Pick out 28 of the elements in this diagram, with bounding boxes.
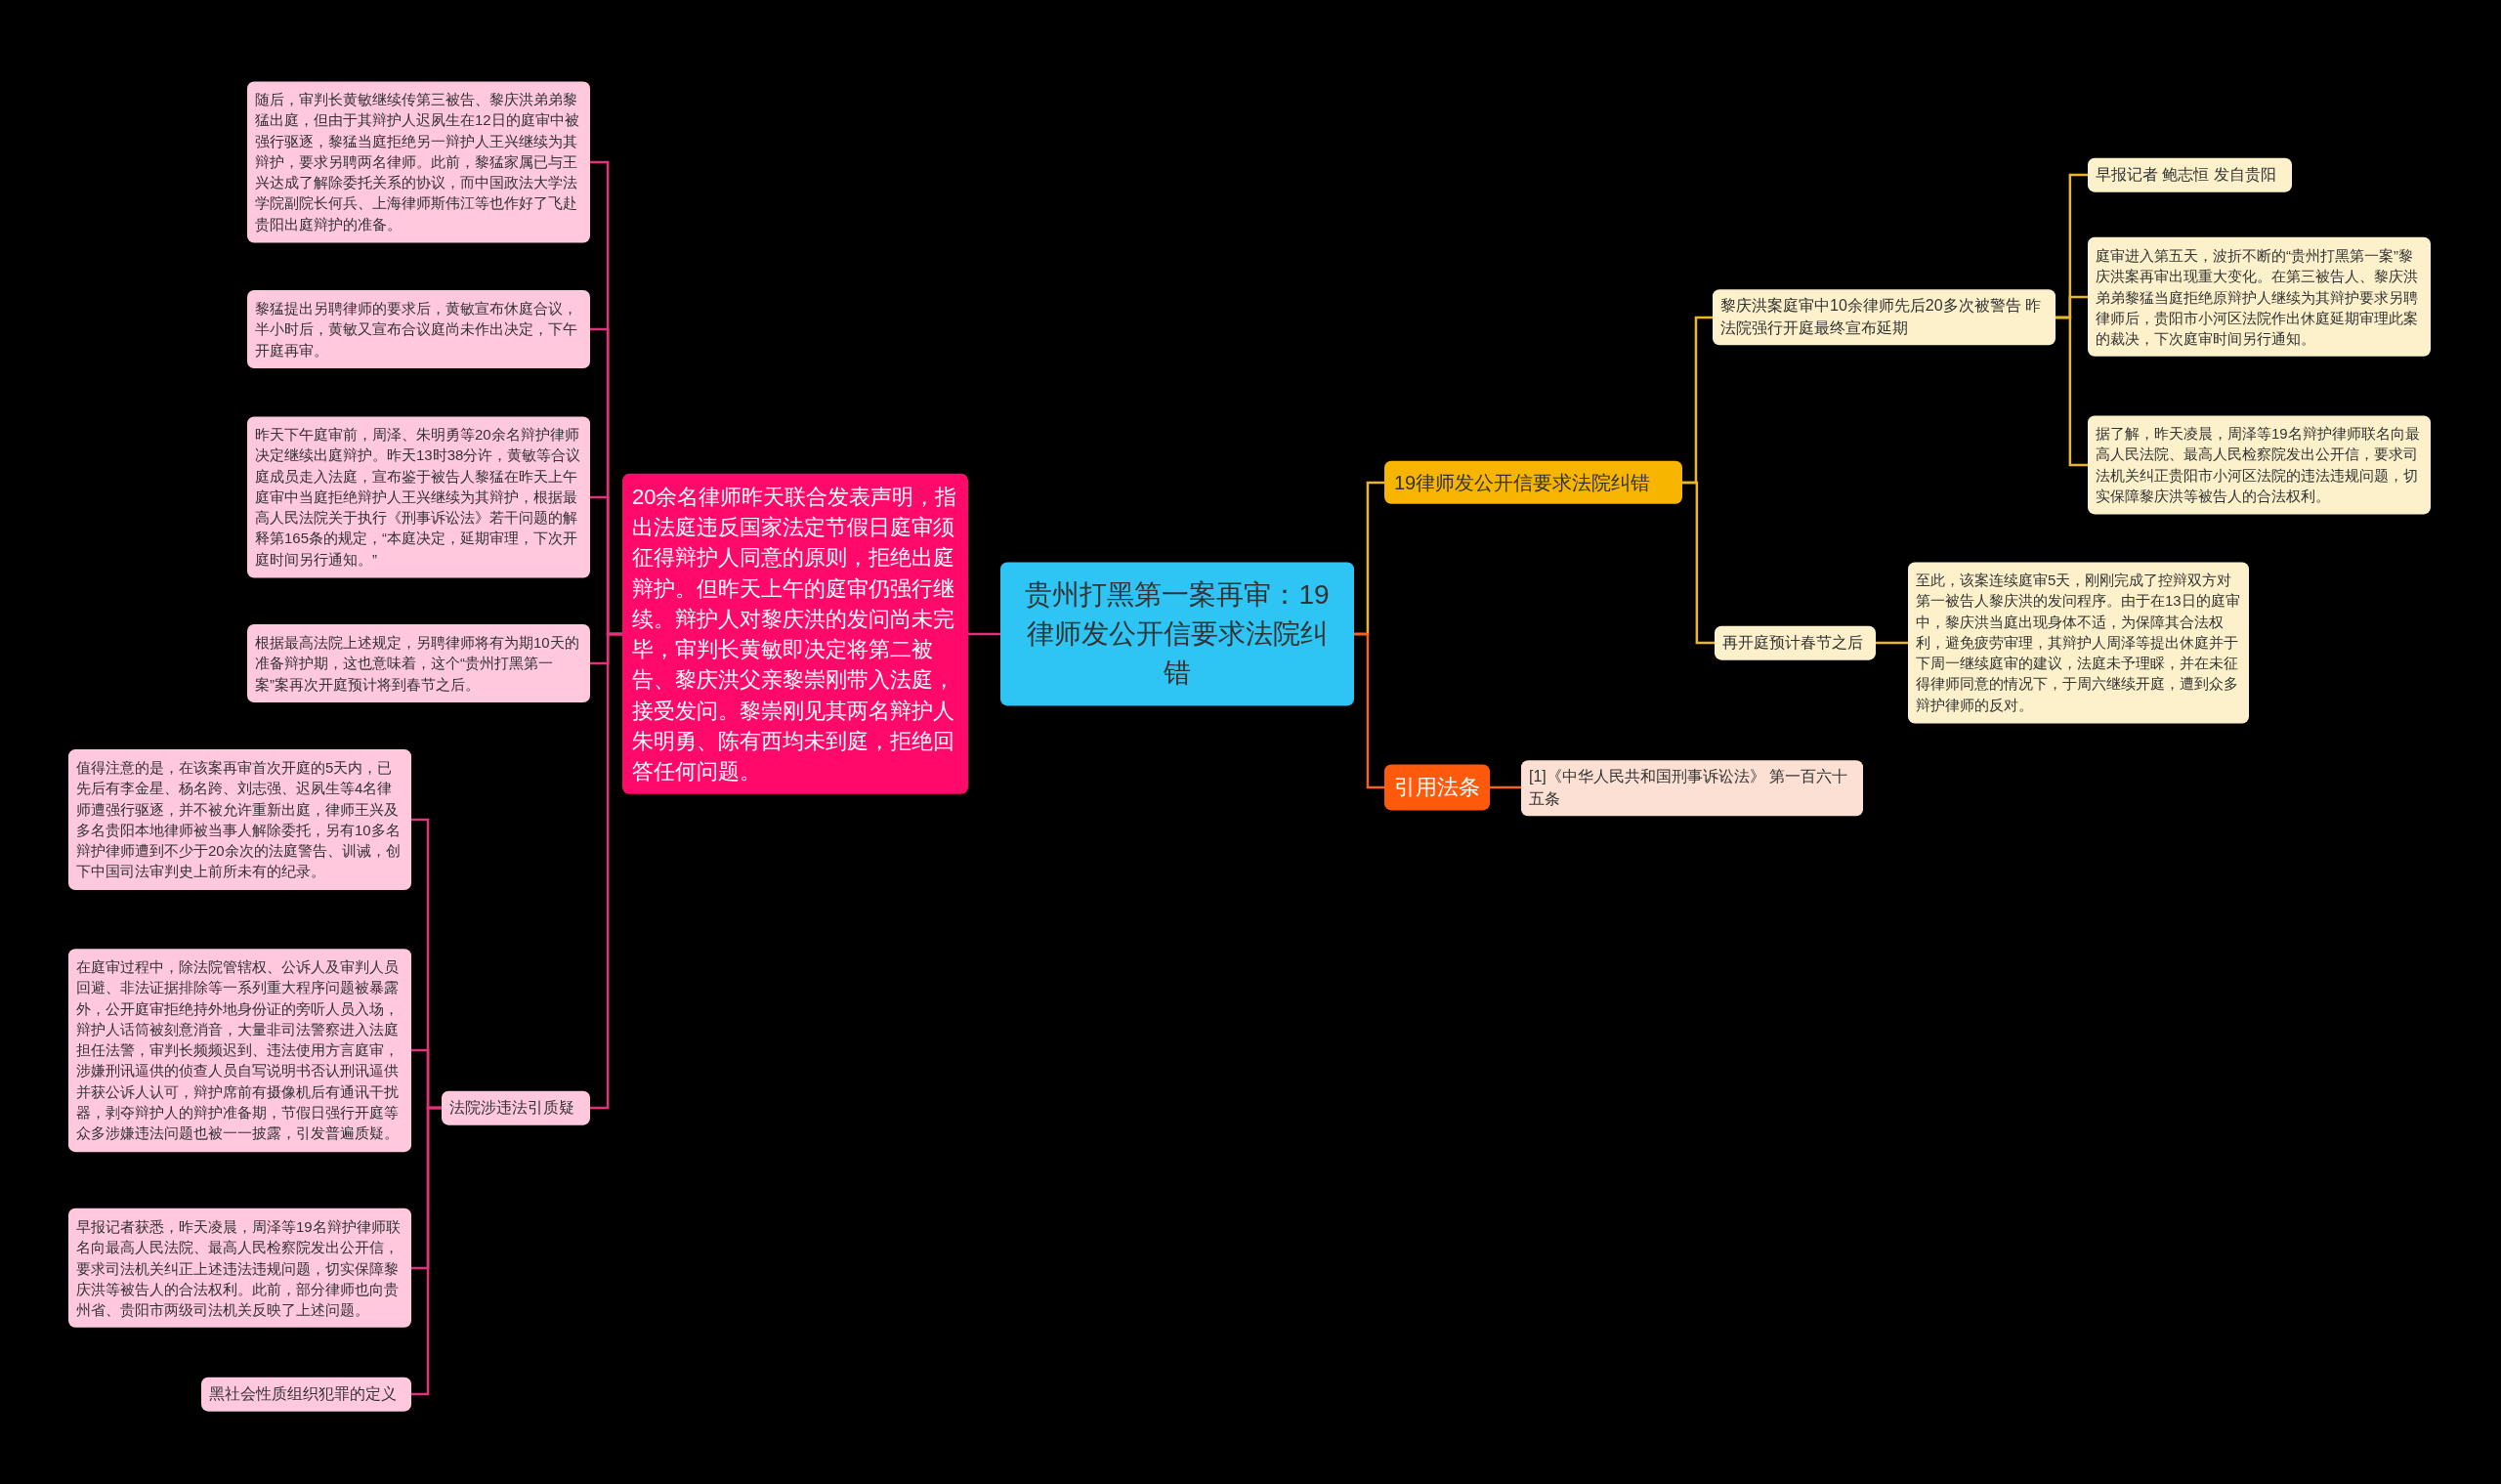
connector-line <box>590 632 622 1110</box>
note-box: 值得注意的是，在该案再审首次开庭的5天内，已先后有李金星、杨名跨、刘志强、迟夙生等4名律师遭强行驱逐，并不被允许重新出庭，律师王兴及多名贵阳本地律师被当事人解除委托，另有10多名辩护律师遭到不少于20余次的法庭警告、训诫，创下中国司法审判史上前所未有的纪录。 <box>68 749 411 890</box>
note-box: 黎猛提出另聘律师的要求后，黄敏宣布休庭合议，半小时后，黄敏又宣布合议庭尚未作出决定，下午开庭再审。 <box>247 290 590 368</box>
connector-line <box>1490 785 1521 789</box>
branch-topic-box: 引用法条 <box>1384 764 1490 811</box>
note-box: 早报记者获悉，昨天凌晨，周泽等19名辩护律师联名向最高人民法院、最高人民检察院发出公开信，要求司法机关纠正上述违法违规问题，切实保障黎庆洪等被告人的合法权利。此前，部分律师也向贵州省、贵阳市两级司法机关反映了上述问题。 <box>68 1208 411 1329</box>
connector-line <box>968 632 1000 636</box>
subtopic-box: 早报记者 鲍志恒 发自贵阳 <box>2088 157 2292 192</box>
connector-line <box>1876 641 1908 645</box>
note-box: 据了解，昨天凌晨，周泽等19名辩护律师联名向最高人民法院、最高人民检察院发出公开信，要求司法机关纠正贵阳市小河区法院的违法违规问题，切实保障黎庆洪等被告人的合法权利。 <box>2088 415 2431 515</box>
subtopic-box: 黑社会性质组织犯罪的定义 <box>201 1377 411 1412</box>
note-box: 根据最高法院上述规定，另聘律师将有为期10天的准备辩护期，这也意味着，这个“贵州打黑第一案”案再次开庭预计将到春节之后。 <box>247 624 590 702</box>
branch-topic-box: 19律师发公开信要求法院纠错 <box>1384 460 1682 505</box>
connector-line <box>1354 632 1384 789</box>
central-topic-box: 贵州打黑第一案再审：19律师发公开信要求法院纠错 <box>1000 562 1354 706</box>
topic-box: 20余名律师昨天联合发表声明，指出法庭违反国家法定节假日庭审须征得辩护人同意的原则，拒绝出庭辩护。但昨天上午的庭审仍强行继续。辩护人对黎庆洪的发问尚未完毕，审判长黄敏即决定将第二被告、黎庆洪父亲黎崇刚带入法庭，接受发问。黎崇刚见其两名辩护人朱明勇、陈有西均未到庭，拒绝回答任何问题。 <box>622 473 968 795</box>
note-box: 随后，审判长黄敏继续传第三被告、黎庆洪弟弟黎猛出庭，但由于其辩护人迟夙生在12日的庭审中被强行驱逐，黎猛当庭拒绝另一辩护人王兴继续为其辩护，要求另聘两名律师。此前，黎猛家属已与王兴达成了解除委托关系的协议，而中国政法大学法学院副院长何兵、上海律师斯伟江等也作好了飞赴贵阳出庭辩护的准备。 <box>247 81 590 243</box>
note-box: 庭审进入第五天，波折不断的“贵州打黑第一案”黎庆洪案再审出现重大变化。在第三被告人、黎庆洪弟弟黎猛当庭拒绝原辩护人继续为其辩护要求另聘律师后，贵阳市小河区法院作出休庭延期审理此案的裁决，下次庭审时间另行通知。 <box>2088 236 2431 358</box>
subtopic-box: 再开庭预计春节之后 <box>1715 625 1876 660</box>
note-box: 昨天下午庭审前，周泽、朱明勇等20余名辩护律师决定继续出庭辩护。昨天13时38分许，黄敏等合议庭成员走入法庭，宣布鉴于被告人黎猛在昨天上午庭审中当庭拒绝辩护人王兴继续为其辩护，根据最高人民法院关于执行《刑事诉讼法》若干问题的解释第165条的规定，“本庭决定，延期审理，下次开庭时间另行通知。” <box>247 416 590 578</box>
subtopic-box: 法院涉违法引质疑 <box>442 1090 590 1125</box>
note-box: 在庭审过程中，除法院管辖权、公诉人及审判人员回避、非法证据排除等一系列重大程序问题被暴露外，公开庭审拒绝持外地身份证的旁听人员入场，辩护人话筒被刻意消音，大量非司法警察进入法庭担任法警，审判长频频迟到、违法使用方言庭审，涉嫌刑讯逼供的侦查人员自写说明书否认刑讯逼供并获公诉人认可，辩护席前有摄像机后有通讯干扰器，剥夺辩护人的辩护准备期，节假日强行开庭等众多涉嫌违法问题也被一一披露，引发普遍质疑。 <box>68 949 411 1152</box>
connector-line <box>2056 316 2088 467</box>
connector-line <box>411 1106 442 1396</box>
subtopic-box: 黎庆洪案庭审中10余律师先后20多次被警告 昨法院强行开庭最终宣布延期 <box>1713 289 2056 346</box>
note-box: 至此，该案连续庭审5天，刚刚完成了控辩双方对第一被告人黎庆洪的发问程序。由于在13日的庭审中，黎庆洪当庭出现身体不适，为保障其合法权利，避免疲劳审理，其辩护人周泽等提出休庭并于下周一继续庭审的建议，法庭未予理睬，并在未征得律师同意的情况下，于周六继续开庭，遭到众多辩护律师的反对。 <box>1908 562 2249 724</box>
note-box: [1]《中华人民共和国刑事诉讼法》 第一百六十五条 <box>1521 760 1863 817</box>
connector-line <box>1682 481 1715 645</box>
